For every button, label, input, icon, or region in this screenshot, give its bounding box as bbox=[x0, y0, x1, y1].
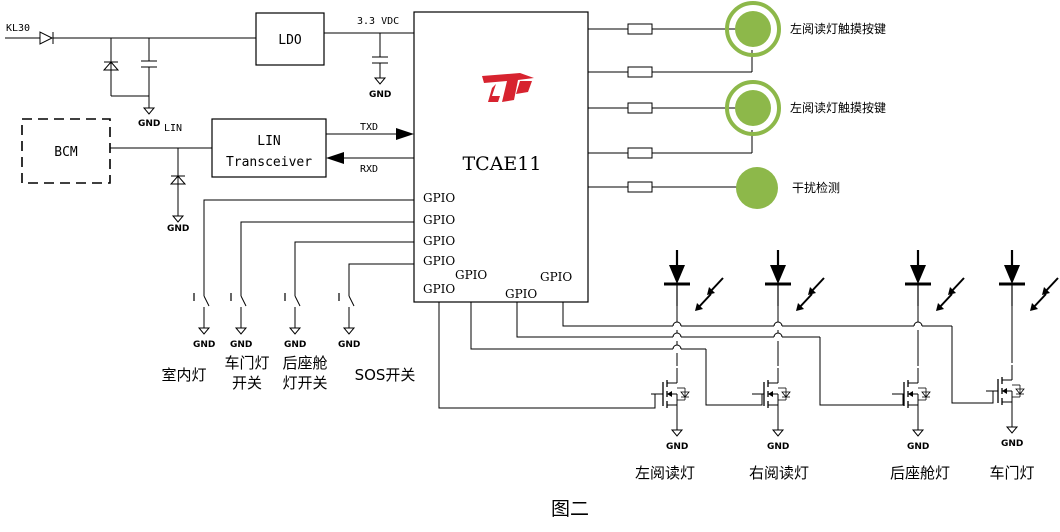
power-input-section: KL30 GND LIN LDO 3.3 VDC GND bbox=[5, 12, 414, 134]
gnd-icon bbox=[143, 101, 155, 115]
touch-key-pad-icon bbox=[735, 90, 771, 126]
gnd-icon bbox=[198, 321, 210, 335]
gnd-icon bbox=[172, 209, 184, 223]
svg-text:GND: GND bbox=[369, 90, 391, 100]
touch-key-ring-icon bbox=[725, 1, 781, 57]
touch-section: 左阅读灯触摸按键 左阅读灯触摸按键 干扰检测 bbox=[588, 1, 886, 209]
txd-arrow-icon bbox=[396, 128, 414, 140]
gpio-label: GPIO bbox=[423, 282, 455, 296]
svg-text:Transceiver: Transceiver bbox=[226, 155, 312, 170]
switch-icon bbox=[230, 285, 247, 323]
switch-label: 后座舱 bbox=[282, 354, 327, 372]
switch-label: 车门灯 bbox=[224, 354, 269, 372]
gnd-icon bbox=[1006, 420, 1018, 434]
mosfet-icon bbox=[650, 367, 690, 425]
gpio-label: GPIO bbox=[423, 213, 455, 227]
resistor-icon bbox=[627, 23, 653, 35]
svg-text:GND: GND bbox=[138, 119, 160, 129]
gpio-label: GPIO bbox=[423, 234, 455, 248]
touch-key-label: 左阅读灯触摸按键 bbox=[790, 100, 886, 115]
gnd-icon bbox=[671, 423, 683, 437]
switch-label: 开关 bbox=[232, 374, 262, 392]
gnd-icon bbox=[374, 71, 386, 85]
rxd-arrow-icon bbox=[326, 152, 344, 164]
touch-key-pad-icon bbox=[735, 11, 771, 47]
resistor-icon bbox=[627, 102, 653, 114]
kl30-label: KL30 bbox=[6, 23, 30, 34]
gnd-icon bbox=[772, 423, 784, 437]
rxd-label: RXD bbox=[360, 164, 378, 175]
lin-section: BCM GND LIN Transceiver TXD RXD bbox=[21, 118, 414, 234]
svg-text:GND: GND bbox=[193, 340, 215, 350]
led-icon bbox=[662, 248, 725, 313]
touch-key-label: 左阅读灯触摸按键 bbox=[790, 21, 886, 36]
switch-icon bbox=[193, 285, 210, 323]
svg-text:BCM: BCM bbox=[54, 145, 78, 160]
bcm-block bbox=[21, 118, 111, 184]
gpio-label: GPIO bbox=[423, 254, 455, 268]
gnd-icon bbox=[289, 321, 301, 335]
interference-pad-icon bbox=[736, 167, 778, 209]
led-icon bbox=[763, 248, 826, 313]
tvs-diode-icon bbox=[169, 175, 187, 185]
vdc-label: 3.3 VDC bbox=[357, 16, 399, 27]
svg-text:GND: GND bbox=[1001, 439, 1023, 449]
gnd-icon bbox=[235, 321, 247, 335]
gpio-label: GPIO bbox=[540, 270, 572, 284]
resistor-icon bbox=[627, 147, 653, 159]
svg-text:LDO: LDO bbox=[278, 33, 302, 48]
switch-label: 室内灯 bbox=[161, 366, 206, 384]
svg-text:GND: GND bbox=[907, 442, 929, 452]
lin-transceiver-block bbox=[211, 118, 327, 178]
mosfet-icon bbox=[891, 367, 931, 425]
mosfet-icon bbox=[985, 364, 1025, 422]
mosfet-icon bbox=[751, 367, 791, 425]
svg-text:GND: GND bbox=[338, 340, 360, 350]
svg-text:GND: GND bbox=[666, 442, 688, 452]
gpio-label: GPIO bbox=[455, 268, 487, 282]
svg-text:GND: GND bbox=[167, 224, 189, 234]
led-icon bbox=[997, 248, 1060, 313]
interference-label: 干扰检测 bbox=[792, 180, 840, 195]
gnd-icon bbox=[343, 321, 355, 335]
switch-section: GND GND GND GND 室内灯 车门灯 开关 后座舱 灯开关 SOS开关 bbox=[161, 199, 416, 392]
resistor-icon bbox=[627, 181, 653, 193]
lamp-label: 后座舱灯 bbox=[890, 464, 950, 482]
svg-text:GND: GND bbox=[230, 340, 252, 350]
tvs-diode-icon bbox=[102, 61, 120, 71]
svg-text:GND: GND bbox=[284, 340, 306, 350]
lamp-label: 左阅读灯 bbox=[635, 464, 695, 482]
svg-text:LIN: LIN bbox=[257, 134, 280, 149]
led-driver-section: GND 左阅读灯 GND 右阅读灯 GND 后座舱灯 GND 车门灯 bbox=[438, 248, 1060, 482]
switch-icon bbox=[284, 285, 301, 323]
mcu-chip: TCAE11 GPIO GPIO GPIO GPIO GPIO GPIO GPI… bbox=[413, 11, 589, 303]
tcae-logo-icon bbox=[482, 73, 534, 102]
gpio-label: GPIO bbox=[505, 287, 537, 301]
resistor-icon bbox=[627, 66, 653, 78]
switch-icon bbox=[338, 285, 355, 323]
txd-label: TXD bbox=[360, 122, 378, 133]
figure-caption: 图二 bbox=[551, 498, 589, 520]
ldo-block bbox=[255, 12, 325, 66]
gnd-icon bbox=[912, 423, 924, 437]
switch-label: 灯开关 bbox=[282, 374, 327, 392]
gpio-label: GPIO bbox=[423, 191, 455, 205]
svg-text:GND: GND bbox=[767, 442, 789, 452]
led-icon bbox=[903, 248, 966, 313]
lamp-label: 右阅读灯 bbox=[749, 464, 809, 482]
lamp-label: 车门灯 bbox=[989, 464, 1034, 482]
switch-label: SOS开关 bbox=[355, 366, 416, 384]
mcu-name: TCAE11 bbox=[463, 153, 542, 175]
touch-key-ring-icon bbox=[725, 80, 781, 136]
lin-label: LIN bbox=[164, 123, 182, 134]
input-diode-icon bbox=[39, 31, 54, 45]
